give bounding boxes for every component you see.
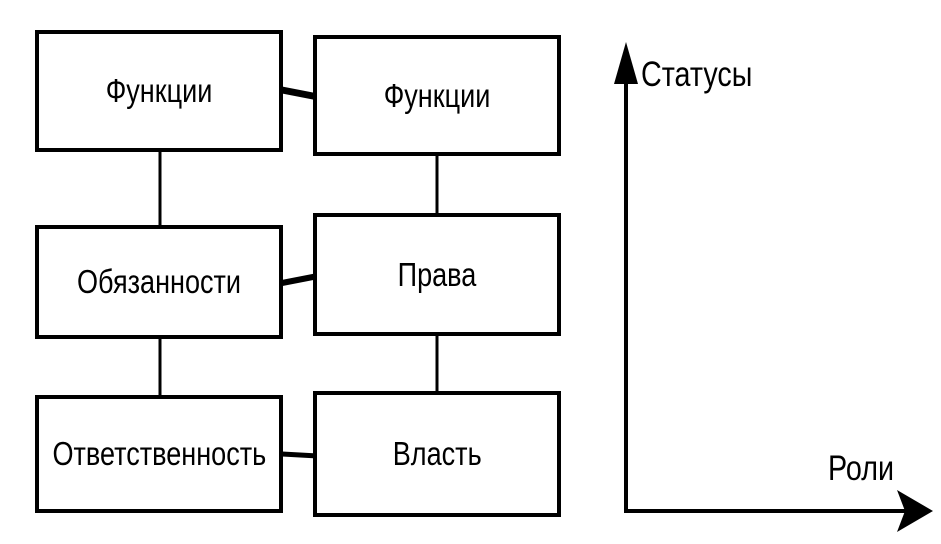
box-rights: Права — [313, 213, 561, 336]
vertical-axis-arrowhead — [614, 42, 638, 84]
axis-label-roles: Роли — [828, 449, 894, 488]
box-duties-label: Обязанности — [76, 263, 242, 300]
box-power-label: Власть — [392, 435, 482, 472]
horizontal-axis-arrowhead — [897, 490, 933, 532]
connector-bottom-horizontal — [281, 451, 319, 459]
box-functions-right: Функции — [313, 35, 561, 156]
box-functions-left-label: Функции — [105, 72, 213, 109]
box-responsibility-label: Ответственность — [52, 435, 266, 472]
box-responsibility: Ответственность — [35, 395, 283, 513]
connector-middle-horizontal — [281, 273, 319, 286]
box-duties: Обязанности — [35, 225, 283, 339]
axis-label-statuses: Статусы — [641, 55, 753, 94]
box-functions-right-label: Функции — [383, 76, 491, 114]
box-rights-label: Права — [397, 255, 477, 293]
box-power: Власть — [313, 391, 561, 517]
connector-top-horizontal — [281, 86, 319, 101]
box-functions-left: Функции — [35, 30, 283, 152]
